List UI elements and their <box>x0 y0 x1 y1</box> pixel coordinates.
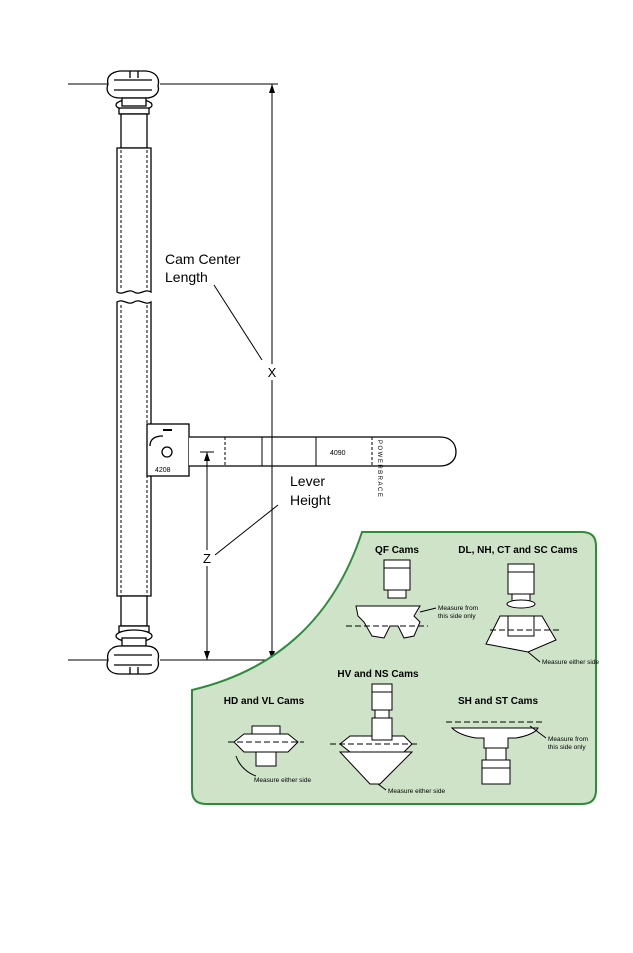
dl-cam-figure <box>485 563 560 663</box>
lower-stub <box>120 595 148 627</box>
lever-height-label-line1: Lever <box>290 473 325 489</box>
dl-cam-note: Measure either side <box>542 659 599 666</box>
cam-brace-assembly <box>106 70 457 675</box>
upper-stub <box>120 113 148 149</box>
qf-cam-note-line1: Measure from <box>438 605 478 612</box>
hv-cam-figure <box>330 683 420 791</box>
dl-cam-title: DL, NH, CT and SC Cams <box>458 545 578 556</box>
sh-cam-note-line2: this side only <box>548 744 586 751</box>
lever-clamp <box>146 423 190 477</box>
sh-cam-title: SH and ST Cams <box>458 696 538 707</box>
dimension-lines <box>68 83 279 661</box>
hd-cam-title: HD and VL Cams <box>224 696 305 707</box>
lower-tube <box>116 300 152 597</box>
lever-height-label-line2: Height <box>290 492 331 508</box>
hd-cam-figure <box>228 725 304 777</box>
hd-cam-note: Measure either side <box>254 777 311 784</box>
lever-bar <box>149 435 457 467</box>
hv-cam-title: HV and NS Cams <box>337 669 419 680</box>
dimension-z-label: Z <box>203 551 211 566</box>
qf-cam-title: QF Cams <box>375 545 419 556</box>
lever-part-number: 4208 <box>155 467 171 474</box>
qf-cam-note-line2: this side only <box>438 613 476 620</box>
cam-center-label-line2: Length <box>165 269 208 285</box>
hv-cam-note: Measure either side <box>388 788 445 795</box>
bottom-cam-head <box>106 625 160 675</box>
top-cam-head <box>106 70 160 115</box>
sh-cam-figure <box>446 721 547 785</box>
cam-types-inset: QF Cams Measure from this side only DL, … <box>191 531 599 805</box>
upper-tube <box>116 147 152 294</box>
sh-cam-note-line1: Measure from <box>548 736 588 743</box>
cam-center-label-line1: Cam Center <box>165 251 241 267</box>
lever-bar-number: 4090 <box>330 450 346 457</box>
brand-vertical-text: POWERBRACE <box>376 440 382 498</box>
dimension-x-label: X <box>268 365 277 380</box>
qf-cam-figure <box>346 559 437 639</box>
dimension-arrowheads <box>204 84 275 660</box>
